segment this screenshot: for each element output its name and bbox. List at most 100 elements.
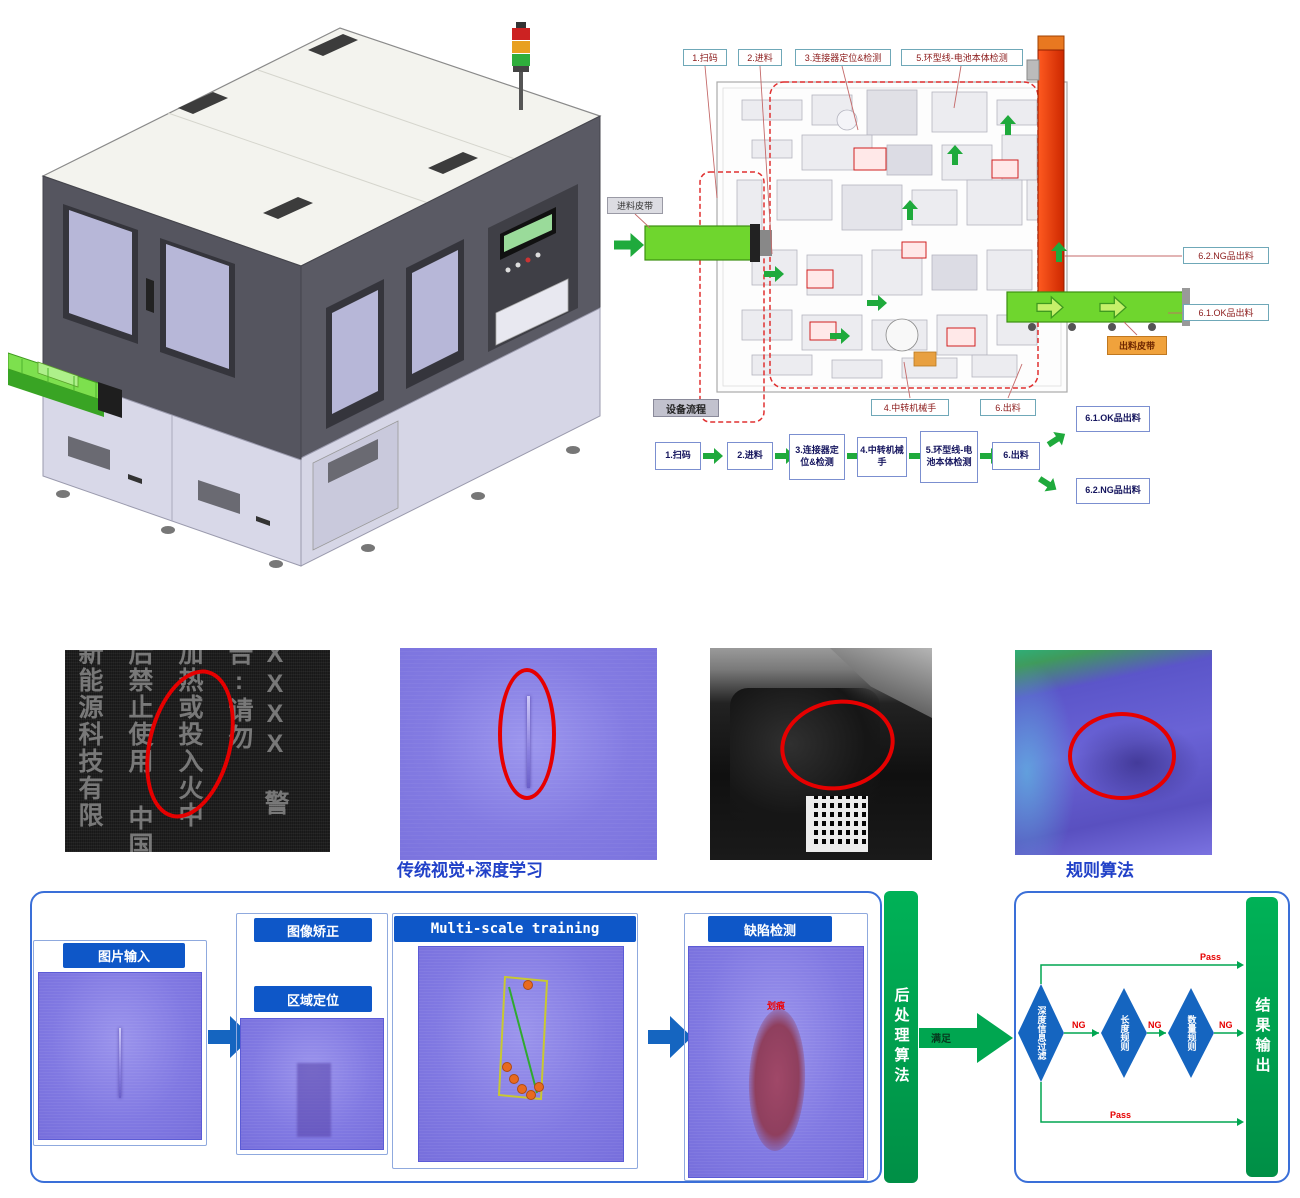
callout-feed: 2.进料 [738,49,782,66]
deep-learning-pipeline-container [30,891,882,1183]
callout-connector-label: 3.连接器定位&检测 [804,53,882,63]
flow-step-3-label: 3.连接器定位&检测 [795,445,839,467]
flow-ng-output: 6.2.NG品出料 [1076,478,1150,504]
rectify-group [236,913,388,1155]
training-annotation [497,975,549,1101]
top-vent [263,197,313,219]
flow-step-5-label: 5.环型线-电池本体检测 [925,445,973,467]
caption-left: 传统视觉+深度学习 [380,856,560,881]
callout-ng-out-label: 6.2.NG品出料 [1198,251,1254,261]
detect-group [684,913,868,1181]
flow-step-2: 2.进料 [727,442,773,470]
caption-left-label: 传统视觉+深度学习 [397,861,543,880]
rule-algorithm-container [1014,891,1290,1183]
locate-header-label: 区域定位 [286,992,339,1008]
scratch-mark [119,1028,121,1098]
machine-top-face [41,27,602,267]
rule-length-label: 长度规则 [1119,1015,1130,1051]
window [69,210,132,335]
connector-arrow-label: 满足 [931,1032,952,1045]
callout-out-belt-label: 出料皮带 [1118,341,1155,351]
pass-label: Pass [1110,1110,1131,1120]
rectify-header: 图像矫正 [254,918,372,942]
callout-feed-belt-label: 进料皮带 [616,201,653,211]
feed-belt [614,224,772,262]
flow-title-label: 设备流程 [666,404,706,416]
flow-step-2-label: 2.进料 [737,450,763,461]
window [166,244,229,369]
feed-arrow-icon [614,233,644,257]
callout-ng-out: 6.2.NG品出料 [1183,247,1269,264]
defect-circle-icon [498,668,556,800]
signal-tower-icon [512,22,530,110]
callout-ring: 5.环型线-电池本体检测 [901,49,1023,66]
defect-blob [746,1008,808,1152]
input-header: 图片输入 [63,943,185,968]
feed-conveyor [8,352,122,418]
callout-feed-label: 2.进料 [747,53,773,63]
flow-step-5: 5.环型线-电池本体检测 [920,431,978,483]
flow-step-6-label: 6.出料 [1003,450,1029,461]
top-vent [308,34,358,56]
defect-circle-icon [1068,712,1176,800]
pipeline-connector-arrow-icon: 满足 [919,1013,1013,1063]
rule-quantity-label: 数量规则 [1186,1015,1197,1051]
sample-dent-photo [710,648,932,860]
machine-layout-diagram [614,35,1190,497]
result-output-bar: 结果输出 [1246,897,1278,1177]
rectify-header-label: 图像矫正 [286,923,339,939]
arrow-right-icon [648,1016,692,1058]
postprocess-bar: 后处理算法 [884,891,918,1183]
ng-label: NG [1148,1020,1162,1030]
postprocess-label: 后处理算法 [892,987,910,1087]
callout-ring-label: 5.环型线-电池本体检测 [916,53,1008,63]
defect-annotation-label: 划痕 [767,1001,786,1011]
flow-step-1-label: 1.扫码 [665,450,691,461]
label-text-column: 后禁止使用 中国 [125,650,153,852]
exit-conveyor [1006,288,1190,331]
callout-feed-belt: 进料皮带 [607,197,663,214]
ng-label: NG [1219,1020,1233,1030]
input-header-label: 图片输入 [97,949,150,964]
flow-ng-label: 6.2.NG品出料 [1085,485,1141,496]
callout-scan-label: 1.扫码 [692,53,718,63]
pass-label: Pass [1200,952,1221,962]
multiscale-image-tile [418,946,624,1162]
callout-connector: 3.连接器定位&检测 [795,49,891,66]
vent-grille [198,480,240,514]
machine-3d-render [8,22,602,568]
multiscale-group [392,913,638,1169]
detect-header-label: 缺陷检测 [743,922,796,938]
label-text-column: 加热或投入火中 [175,650,203,829]
sample-dent-3d-image [1015,650,1212,855]
input-group [33,940,207,1146]
ng-label: NG [1072,1020,1086,1030]
multiscale-header-label: Multi-scale training [430,921,600,937]
caption-right: 规则算法 [1050,856,1150,881]
callout-out-belt: 出料皮带 [1107,336,1167,355]
callout-robot: 4.中转机械手 [871,399,949,416]
flow-step-1: 1.扫码 [655,442,701,470]
flow-title: 设备流程 [653,399,719,417]
window [332,290,378,414]
result-output-label: 结果输出 [1253,997,1271,1077]
callout-scan: 1.扫码 [683,49,727,66]
vent-grille [68,436,110,470]
highlighted-stations [806,147,1019,347]
flow-step-4-label: 4.中转机械手 [860,445,904,467]
datamatrix-code [806,796,868,852]
sample-print-defect-image: 新能源科技有限 后禁止使用 中国 加热或投入火中 XXXX 警告:请勿 [65,650,330,852]
flow-ok-output: 6.1.OK品出料 [1076,406,1150,432]
printed-label-text: 新能源科技有限 后禁止使用 中国 加热或投入火中 XXXX 警告:请勿 [71,650,293,852]
callout-out: 6.出料 [980,399,1036,416]
rule-depth-filter-label: 深度信息过滤 [1036,1006,1047,1060]
flow-step-6: 6.出料 [992,442,1040,470]
leader-lines [634,65,1182,399]
located-region [297,1063,331,1137]
callout-robot-label: 4.中转机械手 [883,403,937,413]
door-handle [146,278,154,313]
multiscale-header: Multi-scale training [394,916,636,942]
detect-header: 缺陷检测 [708,916,832,942]
label-text-column: 新能源科技有限 [75,650,103,829]
